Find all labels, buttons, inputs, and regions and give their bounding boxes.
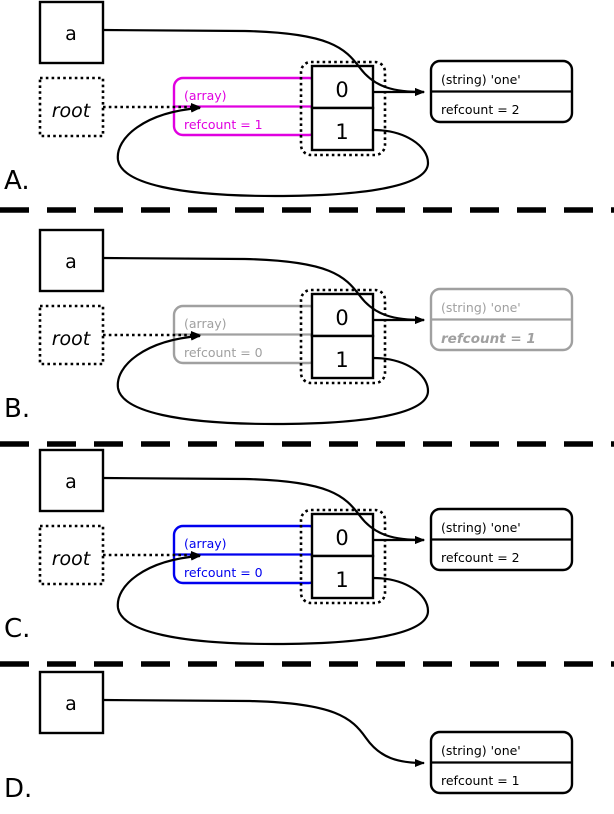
edge-a-to-string <box>102 476 425 544</box>
string-refcount-label: refcount = 2 <box>441 550 520 565</box>
array-cells: 0 1 <box>310 64 375 152</box>
array-cells: 0 1 <box>310 292 375 380</box>
array-type-label: (array) <box>184 88 227 103</box>
panel-d-graphic: a (string) 'one' refcount = 1 <box>38 670 574 795</box>
edge-a-to-string <box>102 28 425 96</box>
array-cell-0-label: 0 <box>335 526 348 550</box>
array-node: (array) refcount = 0 <box>172 524 320 585</box>
array-type-label: (array) <box>184 316 227 331</box>
string-node: (string) 'one' refcount = 1 <box>429 287 574 352</box>
panel-c: a root (array) refcount = 0 0 1 (string)… <box>0 448 614 652</box>
root-box <box>38 304 105 366</box>
string-node: (string) 'one' refcount = 2 <box>429 507 574 572</box>
array-cell-0-label: 0 <box>335 78 348 102</box>
array-cell-1 <box>310 106 375 152</box>
string-refcount-label: refcount = 2 <box>441 102 520 117</box>
array-cell-1 <box>310 334 375 380</box>
root-box <box>38 524 105 586</box>
panel-label-a: A. <box>4 166 30 196</box>
array-node: (array) refcount = 1 <box>172 76 320 137</box>
string-type-label: (string) 'one' <box>441 743 521 758</box>
root-label: root <box>52 548 92 570</box>
edge-cell1-to-array-loop <box>116 552 430 646</box>
edge-a-to-string <box>102 256 425 324</box>
variable-box-a <box>38 448 105 513</box>
panel-label-b: B. <box>4 394 31 424</box>
array-cell-1-label: 1 <box>335 348 348 372</box>
array-cells-outline <box>299 60 387 157</box>
string-type-label: (string) 'one' <box>441 520 521 535</box>
array-node: (array) refcount = 0 <box>172 304 320 365</box>
string-type-label: (string) 'one' <box>441 72 521 87</box>
string-type-label: (string) 'one' <box>441 300 521 315</box>
array-cell-0 <box>310 292 375 338</box>
panel-a: a root (array) refcount = 1 0 1 <box>0 0 614 204</box>
variable-label-a: a <box>65 251 77 273</box>
edge-cell1-to-array-loop <box>116 332 430 426</box>
array-type-label: (array) <box>184 536 227 551</box>
array-cells: 0 1 <box>310 512 375 600</box>
variable-label-a: a <box>65 693 77 715</box>
variable-box-a <box>38 670 105 735</box>
root-box <box>38 76 105 138</box>
panel-label-d: D. <box>4 774 33 804</box>
panel-a-graphic: a root (array) refcount = 1 0 1 <box>38 0 574 198</box>
string-refcount-label: refcount = 1 <box>441 773 520 788</box>
variable-box-a <box>38 228 105 293</box>
root-label: root <box>52 100 92 122</box>
array-refcount-label: refcount = 1 <box>184 117 263 132</box>
string-refcount-label: refcount = 1 <box>441 331 536 347</box>
edge-a-to-string <box>102 698 425 767</box>
root-label: root <box>52 328 92 350</box>
panel-d: a (string) 'one' refcount = 1 D. <box>0 668 614 814</box>
array-cells-outline <box>299 288 387 385</box>
array-cell-1-label: 1 <box>335 568 348 592</box>
panel-divider-3 <box>0 661 614 667</box>
panel-b-graphic: a root (array) refcount = 0 0 1 (string)… <box>38 228 574 426</box>
variable-label-a: a <box>65 23 77 45</box>
string-node: (string) 'one' refcount = 1 <box>429 730 574 795</box>
array-refcount-label: refcount = 0 <box>184 565 263 580</box>
edge-cell1-to-array-loop <box>116 104 430 198</box>
array-refcount-label: refcount = 0 <box>184 345 263 360</box>
panel-divider-2 <box>0 441 614 447</box>
variable-label-a: a <box>65 471 77 493</box>
string-node: (string) 'one' refcount = 2 <box>429 59 574 124</box>
variable-box-a <box>38 0 105 65</box>
panel-b: a root (array) refcount = 0 0 1 (string)… <box>0 228 614 432</box>
panel-label-c: C. <box>4 614 31 644</box>
array-cell-1-label: 1 <box>335 120 348 144</box>
array-cell-0-label: 0 <box>335 306 348 330</box>
panel-divider-1 <box>0 207 614 213</box>
array-cells-outline <box>299 508 387 605</box>
panel-c-graphic: a root (array) refcount = 0 0 1 (string)… <box>38 448 574 646</box>
